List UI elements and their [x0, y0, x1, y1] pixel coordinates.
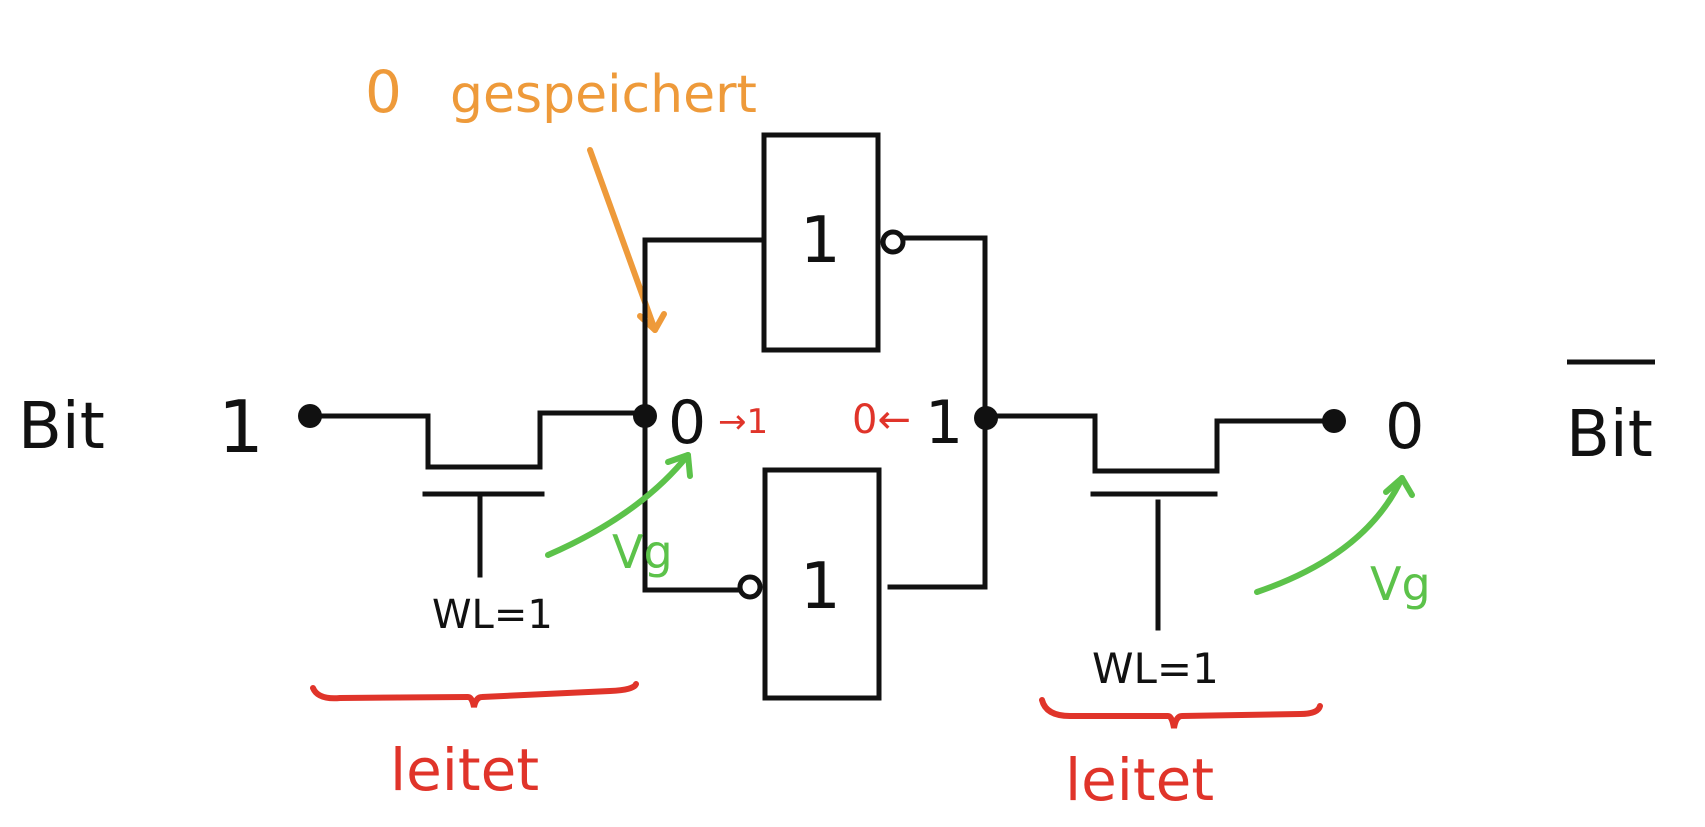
- gate-voltage-label-left: Vg: [612, 525, 673, 579]
- inverter-top-bubble: [880, 229, 906, 255]
- bit-label-left: Bit: [18, 390, 105, 464]
- inverter-bottom-label: 1: [800, 550, 841, 624]
- inverter-top: [761, 132, 881, 353]
- node-value-right: 1: [925, 388, 963, 458]
- inverter-top-label: 1: [800, 204, 841, 278]
- access-transistor-right: [983, 413, 1337, 631]
- bit-label-right: Bit: [1566, 398, 1653, 472]
- node-transition-right: 0←: [852, 397, 911, 443]
- inverter-bottom: [762, 467, 882, 701]
- stored-value-label: 0: [365, 58, 402, 126]
- wordline-label-right: WL=1: [1092, 644, 1219, 693]
- node-value-left: 0: [668, 388, 706, 458]
- inverter-bottom-bubble: [737, 574, 763, 600]
- stored-text-label: gespeichert: [450, 65, 757, 125]
- access-transistor-left: [307, 410, 648, 578]
- gate-voltage-arrow-left: [545, 452, 693, 558]
- left-rail: [642, 237, 763, 593]
- node-transition-left: →1: [718, 402, 768, 442]
- conducting-label-left: leitet: [390, 736, 539, 804]
- gate-voltage-arrow-right: [1254, 475, 1415, 595]
- conducting-brace-left: [310, 681, 639, 708]
- bit-value-right: 0: [1385, 390, 1424, 463]
- bit-value-left: 1: [218, 385, 264, 469]
- conducting-brace-right: [1039, 697, 1323, 729]
- conducting-label-right: leitet: [1065, 746, 1214, 814]
- wordline-label-left: WL=1: [432, 592, 553, 638]
- gate-voltage-label-right: Vg: [1370, 557, 1431, 611]
- terminal-dot-right: [1322, 409, 1346, 433]
